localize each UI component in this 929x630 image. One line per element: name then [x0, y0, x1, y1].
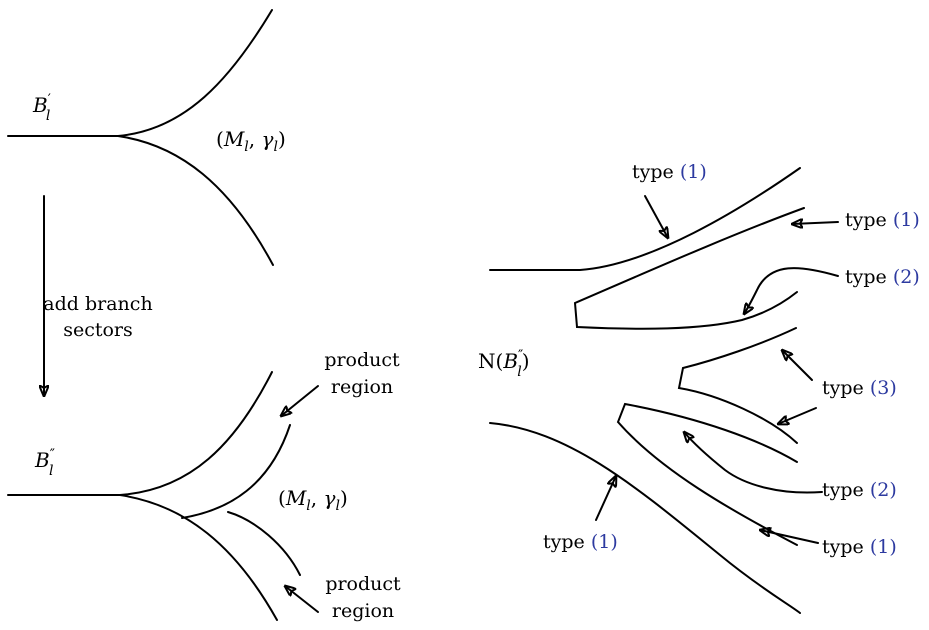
right-neighborhood: [489, 167, 805, 614]
arrow-type-2-lower: [684, 432, 823, 494]
manifold-label-top: (Ml, γl): [216, 127, 286, 155]
neighborhood-label: N(B″l): [478, 348, 530, 380]
type-label-1-bottom-left: type (1): [543, 531, 618, 553]
step-label-line1: add branch: [43, 293, 152, 315]
left-top-branch: [7, 9, 274, 266]
upper-branch-curve-bottom: [119, 371, 273, 496]
manifold-label-bottom: (Ml, γl): [278, 486, 348, 514]
boundary-label-bottom: B″l: [34, 447, 55, 479]
upper-branch-curve-top: [117, 9, 273, 137]
arrow-type-1-right-top: [792, 222, 839, 224]
product-region-bottom-line1: product: [325, 573, 401, 595]
branch-sector-inner-curve: [181, 424, 291, 519]
arrow-type-3-lower: [778, 407, 817, 424]
product-region-top-line1: product: [324, 349, 400, 371]
product-region-bottom-line2: region: [332, 600, 394, 622]
arrow-type-1-right-bottom: [760, 530, 819, 544]
right-bottom-strip: [489, 422, 801, 614]
arrow-type-1-bottom-left: [595, 476, 616, 521]
branch-sector-lower-curve: [227, 511, 301, 576]
type-label-1-top: type (1): [632, 161, 707, 183]
arrow-type-3-upper: [782, 350, 813, 381]
product-region-top-arrow: [281, 385, 319, 416]
type-label-1-right-bottom: type (1): [822, 536, 897, 558]
lower-branch-curve-bottom: [119, 494, 278, 621]
product-region-top-line2: region: [331, 376, 393, 398]
right-sector-c: [616, 402, 798, 546]
product-region-bottom-arrow: [285, 586, 319, 613]
type-label-3: type (3): [822, 377, 897, 399]
left-bottom-branch: [7, 371, 301, 621]
right-sector-a: [573, 207, 805, 330]
right-sector-b: [677, 327, 798, 444]
type-label-2-upper: type (2): [845, 266, 920, 288]
right-top-strip: [489, 167, 801, 271]
arrow-type-2-upper: [744, 267, 839, 314]
type-label-1-right-top: type (1): [845, 209, 920, 231]
type-label-2-lower: type (2): [822, 479, 897, 501]
boundary-label-top: B′l: [32, 92, 51, 124]
lower-branch-curve-top: [117, 135, 274, 266]
step-label-line2: sectors: [63, 319, 133, 341]
arrow-type-1-top: [644, 195, 668, 238]
